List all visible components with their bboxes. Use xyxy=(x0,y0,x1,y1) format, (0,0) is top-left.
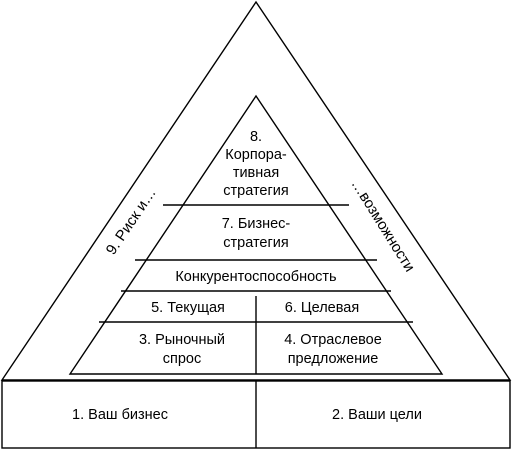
level-target: 6. Целевая xyxy=(285,300,359,316)
level-supply-line-1: 4. Отраслевое xyxy=(284,332,382,348)
base-left-label: 1. Ваш бизнес xyxy=(72,407,168,423)
outer-triangle xyxy=(0,0,512,381)
level-demand-line-1: 3. Рыночный xyxy=(139,332,225,348)
side-label-risk: 9. Риск и… xyxy=(103,185,160,258)
level-current: 5. Текущая xyxy=(151,300,225,316)
level-competitiveness: Конкурентоспособность xyxy=(175,269,336,285)
level-corporate-line-3: тивная xyxy=(233,165,279,181)
base-right-label: 2. Ваши цели xyxy=(332,407,422,423)
level-corporate-line-1: 8. xyxy=(250,129,262,145)
level-supply-line-2: предложение xyxy=(288,351,379,367)
level-corporate-line-2: Корпора- xyxy=(225,147,287,163)
level-corporate-line-4: стратегия xyxy=(223,183,288,199)
level-business-line-2: стратегия xyxy=(223,235,288,251)
level-demand-line-2: спрос xyxy=(163,351,201,367)
level-business-line-1: 7. Бизнес- xyxy=(222,216,291,232)
